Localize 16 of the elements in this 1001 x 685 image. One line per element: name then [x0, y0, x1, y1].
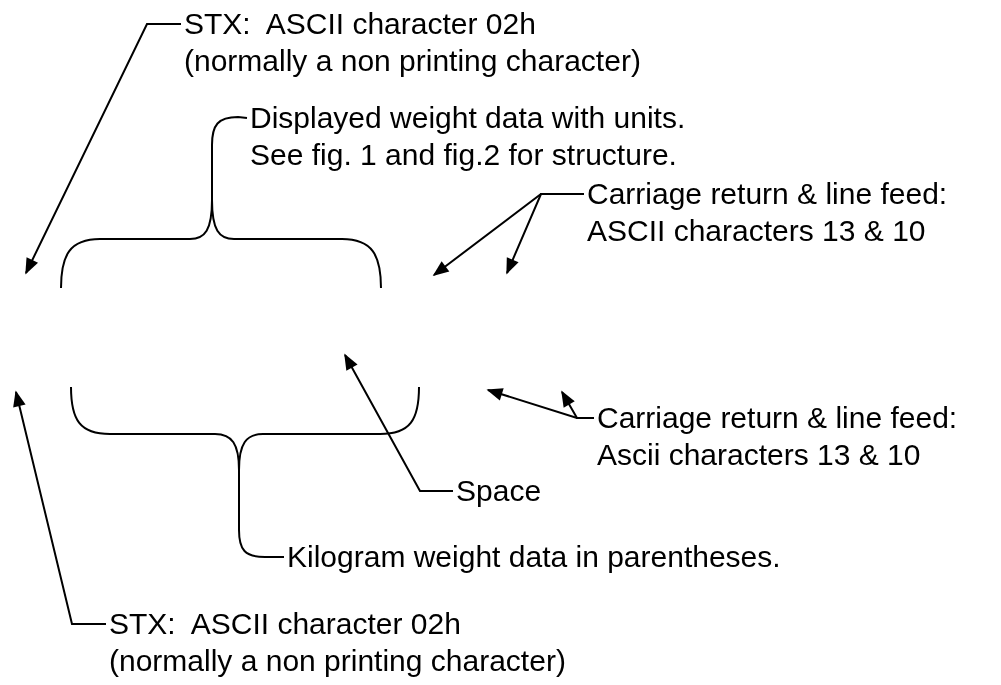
annotation-text: STX: ASCII character 02h (normally a non printing character) [109, 605, 574, 679]
annotation-text: Space [456, 472, 576, 509]
annotation-text: STX: ASCII character 02h (normally a non printing character) [184, 5, 649, 79]
annotation-text: Displayed weight data with units. See fig. 1 and fig.2 for structure. [250, 99, 710, 173]
leader-line [25, 23, 182, 275]
annotation-text: Carriage return & line feed: Ascii characters 13 & 10 [597, 399, 997, 473]
curly-brace [69, 385, 421, 472]
leader-line [344, 353, 454, 492]
curly-brace [59, 198, 383, 290]
leader-line [238, 469, 285, 558]
leader-line [211, 116, 248, 201]
leader-line [13, 390, 107, 625]
leader-line [506, 193, 585, 275]
annotation-text: Carriage return & line feed: ASCII characters 13 & 10 [587, 175, 987, 249]
leader-line [561, 390, 595, 419]
annotation-text: Kilogram weight data in parentheses. [287, 538, 847, 575]
